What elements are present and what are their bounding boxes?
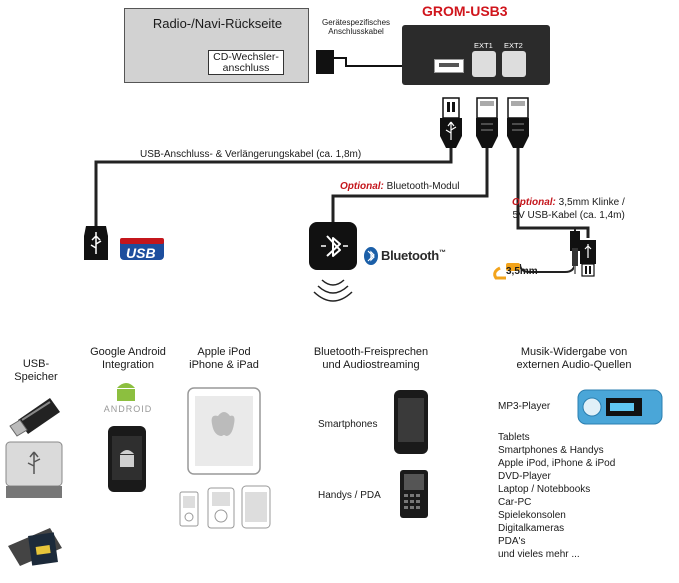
list-item: Spielekonsolen [498,510,566,521]
smartphone-icon [394,390,428,454]
list-item: Tablets [498,432,530,443]
device-cable-label: Gerätespezifisches Anschlusskabel [321,18,391,36]
android-phone-icon [108,426,146,492]
usb-cable-label: USB-Anschluss- & Verlängerungskabel (ca.… [140,149,362,160]
usb-logo [120,238,164,260]
music-heading: Musik-Widergabe von externen Audio-Quell… [516,346,632,371]
list-item: DVD-Player [498,471,551,482]
aux-label-line2: 5V USB-Kabel (ca. 1,4m) [512,210,625,221]
list-item: Digitalkameras [498,523,565,534]
ext1-label: EXT1 [474,41,493,50]
bluetooth-module [309,222,357,302]
ext2-port [502,51,526,77]
grom-usb3-device: EXT1 EXT2 [402,25,550,85]
usb-hdd-icon [5,441,63,498]
mp3-player-label: MP3-Player [498,401,551,412]
cd-changer-port: CD-Wechsler- anschluss [208,50,284,75]
aux-cable-label: Optional: 3,5mm Klinke / 5V USB-Kabel (c… [512,196,625,222]
apple-heading: Apple iPod iPhone & iPad [189,346,259,371]
ipod-nano-icon [179,491,199,527]
ext2-plug [507,97,529,148]
list-item: Laptop / Notebbooks [498,484,591,495]
usb-storage-heading: USB-Speicher [14,358,58,383]
list-item: und vieles mehr ... [498,549,580,560]
radio-title: Radio-/Navi-Rückseite [152,16,283,31]
music-source-list: Tablets Smartphones & Handys Apple iPod,… [498,431,615,561]
smartphones-label: Smartphones [318,419,378,430]
aux-cable-line [516,148,590,238]
bluetooth-brand-icon [364,247,378,265]
bluetooth-optional: Optional: [340,181,384,192]
jack-label: 3,5mm [506,266,538,277]
usb-plug-end [84,226,108,260]
ipod-classic-icon [207,487,235,529]
handys-label: Handys / PDA [318,490,381,501]
radio-back-panel: Radio-/Navi-Rückseite CD-Wechsler- ansch… [124,8,309,83]
usb-plug-top [440,97,462,148]
aux-label-line1: 3,5mm Klinke / [558,197,625,208]
list-item: Smartphones & Handys [498,445,604,456]
iphone-icon [241,485,271,529]
jack-plug [493,231,580,280]
list-item: Car-PC [498,497,532,508]
grom-title: GROM-USB3 [422,3,508,19]
aux-usb-plug [580,240,596,277]
android-logo-text: ANDROID [103,404,153,414]
cd-changer-label: CD-Wechsler- anschluss [213,51,279,74]
card-reader-icon [8,528,62,566]
handy-pda-icon [400,470,428,518]
usb-logo-text: USB [126,245,156,261]
usb-stick-icon [9,398,60,437]
ipad-icon [187,387,261,475]
mp3-player-icon [577,389,663,425]
ext1-plug [476,97,498,148]
aux-optional: Optional: [512,197,556,208]
bt-stream-heading: Bluetooth-Freisprechen und Audiostreamin… [313,346,429,371]
bluetooth-cable-line [331,148,489,224]
device-cable-line [324,57,402,67]
ext2-label: EXT2 [504,41,523,50]
grom-usb-port [434,59,464,73]
list-item: PDA's [498,536,526,547]
device-cable-plug [316,50,334,74]
android-logo-icon [117,383,135,401]
bluetooth-module-label: Optional: Bluetooth-Modul [340,181,460,192]
bluetooth-label: Bluetooth-Modul [386,181,460,192]
ext1-port [472,51,496,77]
list-item: Apple iPod, iPhone & iPod [498,458,616,469]
usb-cable-line [94,148,453,228]
bluetooth-brand-word: Bluetooth™ [381,248,446,263]
android-heading: Google Android Integration [90,346,166,371]
